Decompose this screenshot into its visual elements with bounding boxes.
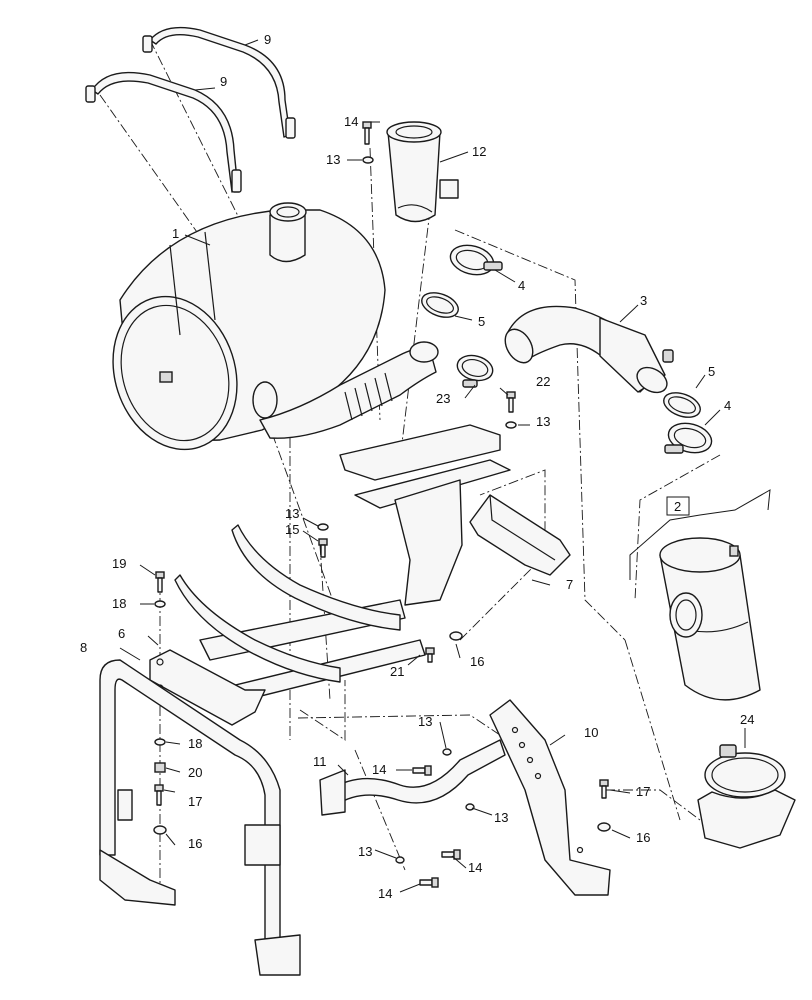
hanger-bracket-lower [174, 574, 341, 683]
hanger-bracket-upper [231, 524, 401, 631]
leader-lines [119, 39, 746, 893]
callout-19: 19 [112, 556, 126, 571]
callout-13-lower-c: 13 [358, 844, 372, 859]
callout-24: 24 [740, 712, 754, 727]
callout-20: 20 [188, 765, 202, 780]
strap-lower [85, 71, 242, 193]
callout-4-upper: 4 [518, 278, 525, 293]
callout-14-lower-c: 14 [378, 886, 392, 901]
callout-13-top: 13 [326, 152, 340, 167]
kit-callout-box [666, 496, 690, 516]
callout-12: 12 [472, 144, 486, 159]
support-arm [319, 739, 506, 816]
strap-upper [142, 26, 296, 139]
callout-8: 8 [80, 640, 87, 655]
callout-15: 15 [285, 522, 299, 537]
clamp-upper [449, 244, 503, 276]
vertical-bracket [489, 699, 611, 896]
angle-bracket [469, 494, 571, 576]
u-frame-support [99, 659, 301, 976]
callout-18-upper: 18 [112, 596, 126, 611]
callout-5-lower: 5 [708, 364, 715, 379]
callout-16-left: 16 [188, 836, 202, 851]
callout-17-left: 17 [188, 794, 202, 809]
callouts: 9 9 1 14 13 12 4 5 3 5 4 23 22 13 2 13 1… [80, 32, 754, 901]
elbow-pipe [504, 305, 674, 394]
gasket-upper [421, 292, 459, 318]
callout-18-lower: 18 [188, 736, 202, 751]
callout-14-lower-a: 14 [372, 762, 386, 777]
muffler-outlet-tube [259, 341, 439, 439]
callout-4-lower: 4 [724, 398, 731, 413]
callout-13-right: 13 [536, 414, 550, 429]
catalyst-canister [659, 537, 761, 701]
callout-3: 3 [640, 293, 647, 308]
callout-16-mid: 16 [470, 654, 484, 669]
callout-11: 11 [313, 754, 327, 769]
muffler [112, 202, 386, 451]
callout-21: 21 [390, 664, 404, 679]
callout-13-lower-b: 13 [494, 810, 508, 825]
callout-17-right: 17 [636, 784, 650, 799]
tailpipe [386, 121, 459, 223]
kit-bracket-line [629, 489, 771, 580]
callout-7: 7 [566, 577, 573, 592]
frame-rails [199, 424, 511, 706]
band-clamp-bracket [697, 744, 796, 849]
callout-22: 22 [536, 374, 550, 389]
callout-9-lower: 9 [220, 74, 227, 89]
callout-14-lower-b: 14 [468, 860, 482, 875]
callout-1: 1 [172, 226, 179, 241]
clamp-lower [664, 422, 713, 454]
callout-9-upper: 9 [264, 32, 271, 47]
callout-14-top: 14 [344, 114, 358, 129]
callout-10: 10 [584, 725, 598, 740]
clamp-small [456, 354, 494, 388]
callout-23: 23 [436, 391, 450, 406]
callout-13-lower-a: 13 [418, 714, 432, 729]
gasket-lower [663, 392, 701, 418]
callout-6: 6 [118, 626, 125, 641]
callout-13-mid: 13 [285, 506, 299, 521]
callout-2: 2 [674, 499, 681, 514]
hardware [153, 121, 611, 888]
callout-16-right: 16 [636, 830, 650, 845]
callout-5-upper: 5 [478, 314, 485, 329]
